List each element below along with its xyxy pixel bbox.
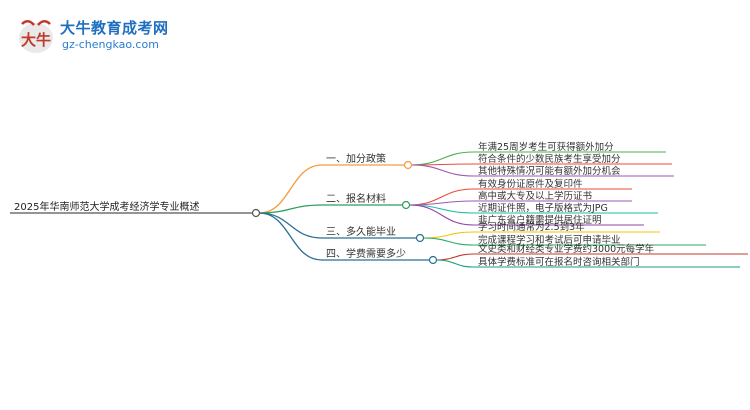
branch-connector-dot (403, 160, 413, 170)
leaf-node: 非广东省户籍需提供居住证明 (478, 214, 602, 226)
branch-to-leaf-edge (422, 237, 475, 246)
leaf-node: 具体学费标准可在报名时咨询相关部门 (478, 256, 640, 268)
branch-node: 一、加分政策 (326, 152, 386, 165)
leaf-node: 高中或大专及以上学历证书 (478, 190, 593, 202)
leaf-node: 近期证件照，电子版格式为JPG (478, 202, 608, 214)
branch-connector-dot (415, 233, 425, 243)
branch-to-leaf-edge (408, 200, 475, 206)
brand-title: 大牛教育成考网 (60, 19, 169, 37)
leaf-node: 完成课程学习和考试后可申请毕业 (478, 234, 621, 246)
brand-url: gz-chengkao.com (62, 38, 159, 51)
root-connector-dot (251, 208, 261, 218)
branch-to-leaf-edge (435, 253, 475, 261)
branch-node: 二、报名材料 (326, 192, 386, 205)
branch-to-leaf-edge (410, 151, 475, 166)
branch-to-leaf-edge (435, 259, 475, 268)
leaf-node: 有效身份证原件及复印件 (478, 178, 583, 190)
leaf-node: 学习时间通常为2.5到3年 (478, 221, 585, 233)
logo-mark-text: 大牛 (21, 31, 51, 49)
branch-to-leaf-edge (422, 231, 475, 239)
branch-connector-dot (428, 255, 438, 265)
leaf-node: 年满25周岁考生可获得额外加分 (478, 141, 614, 153)
branch-connector-dot (401, 200, 411, 210)
root-to-branch-edge (258, 204, 323, 214)
mind-map-edges (258, 151, 475, 268)
root-to-branch-edge (258, 212, 323, 261)
leaf-node: 文史类和财经类专业学费约3000元每学年 (478, 243, 655, 255)
brand-logo: 大牛 大牛教育成考网 gz-chengkao.com (14, 14, 184, 58)
branch-node: 四、学费需要多少 (326, 247, 406, 260)
bull-logo-icon: 大牛 (19, 20, 53, 53)
root-node: 2025年华南师范大学成考经济学专业概述 (14, 200, 199, 213)
leaf-node: 其他特殊情况可能有额外加分机会 (478, 165, 621, 177)
leaf-node: 符合条件的少数民族考生享受加分 (478, 153, 621, 165)
root-to-branch-edge (258, 164, 323, 214)
branch-to-leaf-edge (408, 204, 475, 226)
mind-map-nodes: 2025年华南师范大学成考经济学专业概述 一、加分政策 年满25周岁考生可获得额外加… (10, 141, 748, 268)
branch-node: 三、多久能毕业 (326, 225, 396, 238)
branch-to-leaf-edge (410, 164, 475, 177)
root-to-branch-edge (258, 212, 323, 239)
